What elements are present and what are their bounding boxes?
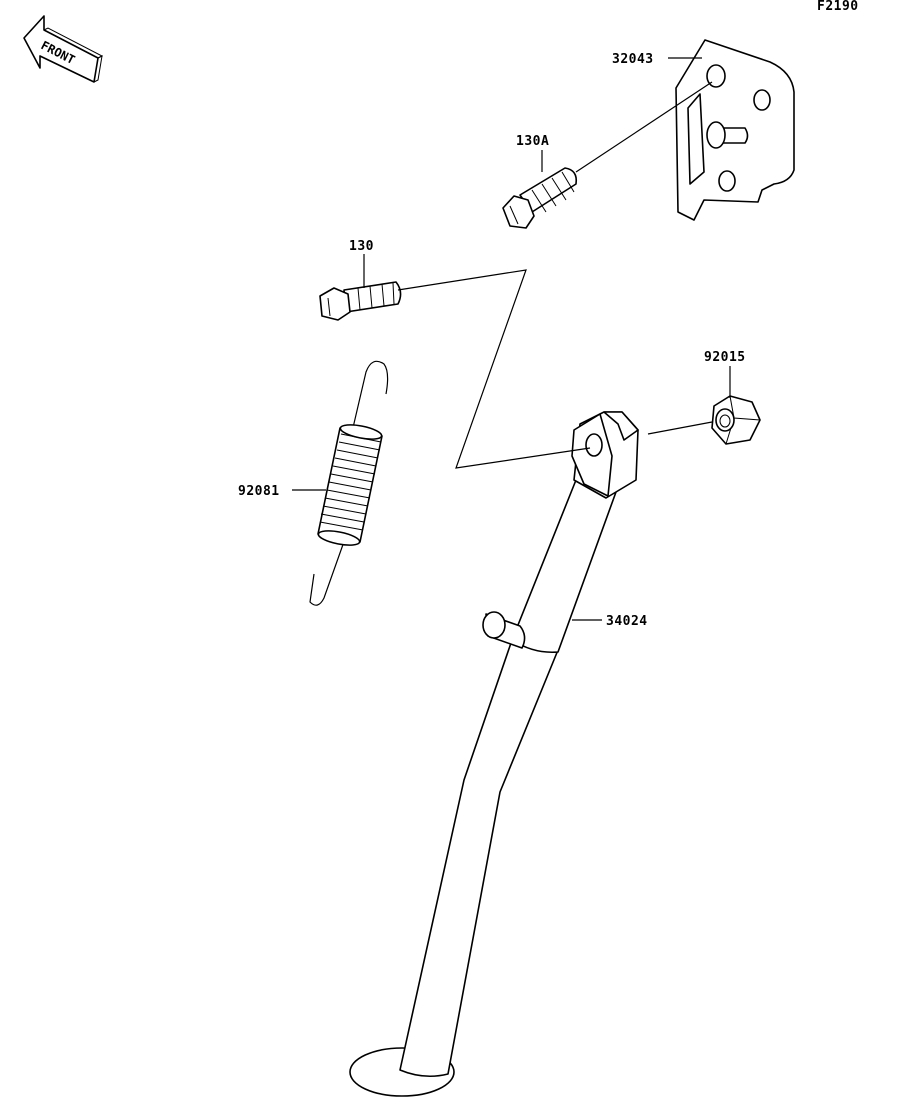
bracket-part — [675, 39, 795, 221]
bolt-130-part — [319, 281, 402, 321]
nut-92015-part — [711, 395, 761, 445]
assembly-lines — [292, 57, 731, 621]
front-arrow-icon: FRONT — [23, 15, 104, 83]
part-label-34024: 34024 — [606, 614, 648, 629]
part-label-32043: 32043 — [612, 52, 654, 67]
part-label-130: 130 — [349, 239, 374, 254]
figure-id: F2190 — [817, 0, 859, 14]
part-label-92015: 92015 — [704, 350, 746, 365]
side-stand-34024-part — [349, 411, 639, 1097]
part-label-130a: 130A — [516, 134, 549, 149]
part-label-92081: 92081 — [238, 484, 280, 499]
bolt-130a-part — [502, 167, 578, 229]
spring-92081-part — [309, 360, 389, 606]
